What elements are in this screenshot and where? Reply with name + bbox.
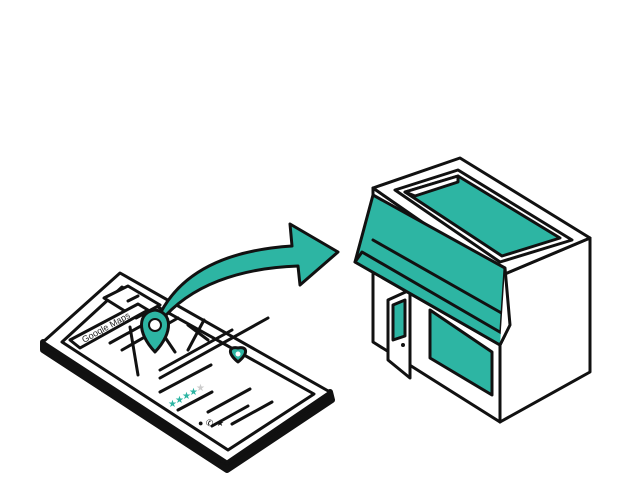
phone-screen xyxy=(60,285,316,452)
store xyxy=(353,156,592,424)
store-window xyxy=(428,308,494,397)
phone: Google Maps ★★★★★ ● ✆ ★ xyxy=(40,271,335,473)
search-bar xyxy=(68,302,150,350)
svg-text:★: ★ xyxy=(168,399,177,410)
svg-text:★: ★ xyxy=(175,395,184,406)
svg-text:★: ★ xyxy=(189,387,198,398)
arrow xyxy=(140,222,340,354)
svg-text:★: ★ xyxy=(182,391,191,402)
place-title-bar xyxy=(158,363,213,394)
arrow-path xyxy=(156,222,340,324)
svg-text:★: ★ xyxy=(196,383,205,394)
rating-stars: ★★★★★ xyxy=(168,383,205,410)
contact-icons: ● ✆ ★ xyxy=(198,418,224,428)
